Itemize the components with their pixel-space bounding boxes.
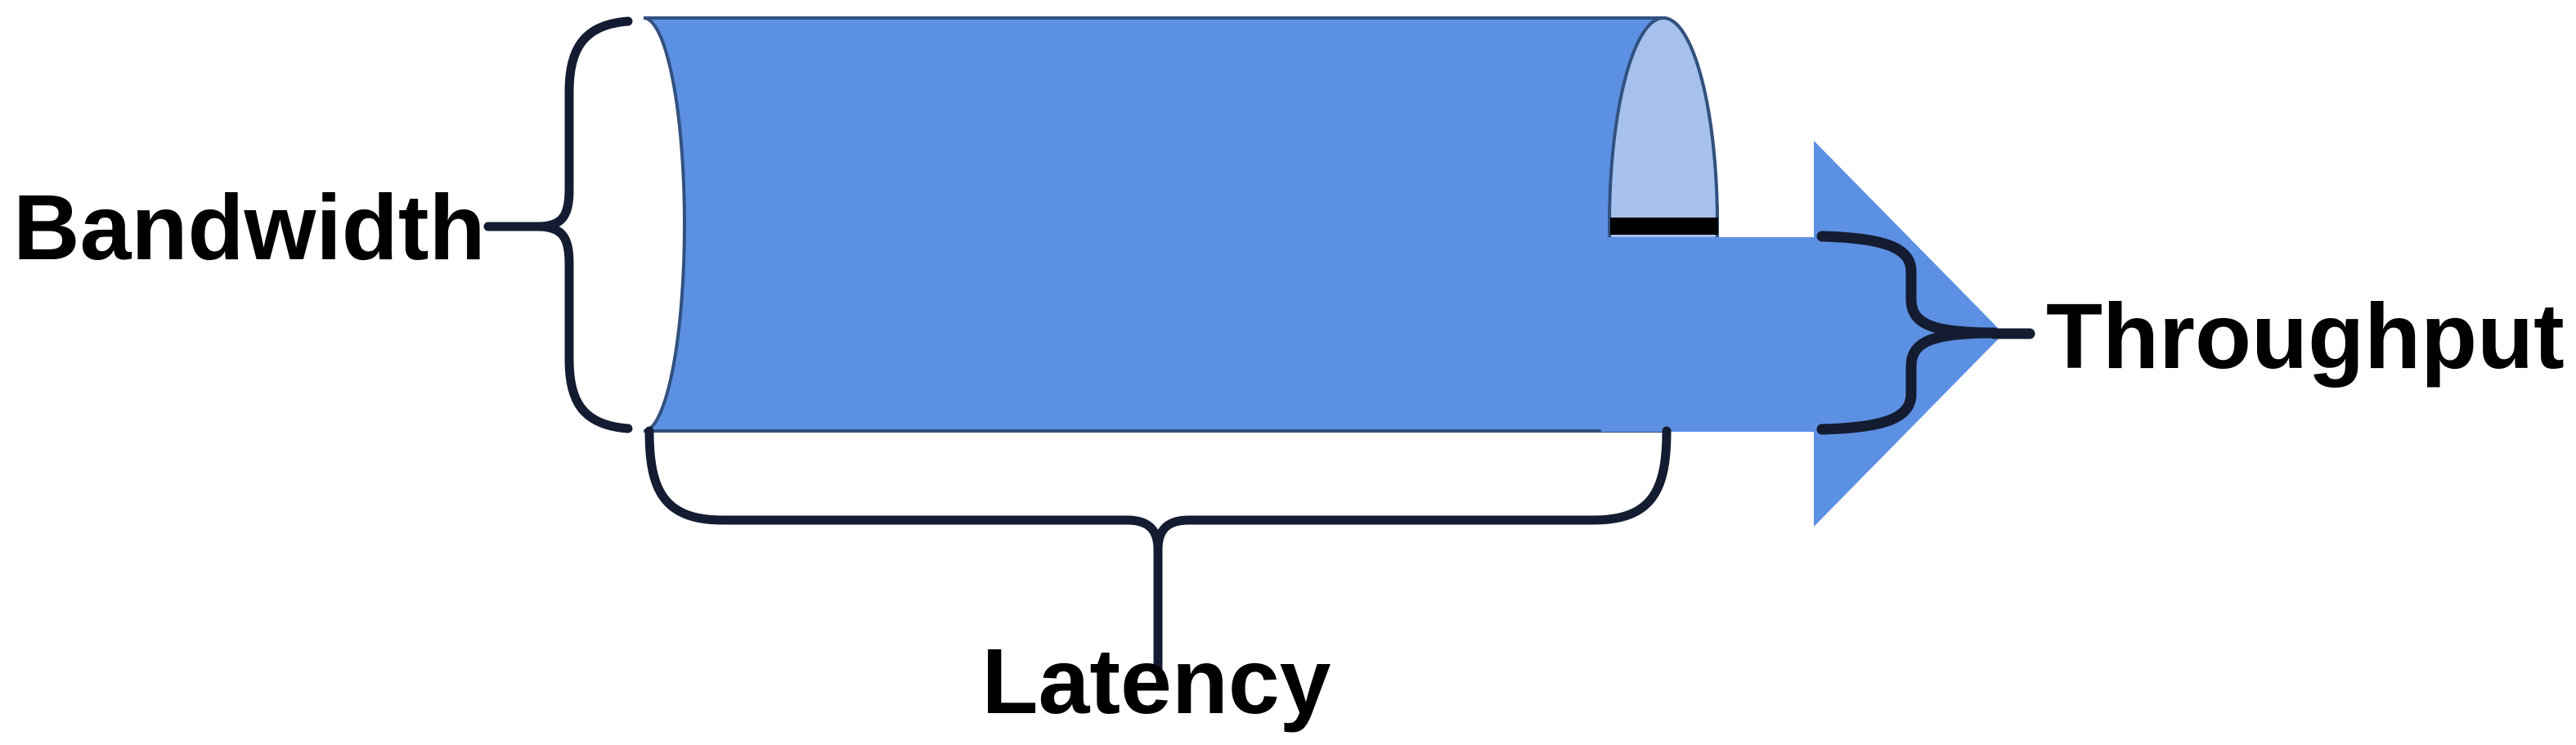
latency-brace bbox=[644, 426, 1672, 554]
bandwidth-label: Bandwidth bbox=[13, 176, 485, 279]
latency-label: Latency bbox=[981, 630, 1331, 733]
marker-bar bbox=[1610, 218, 1718, 235]
throughput-label: Throughput bbox=[2046, 285, 2565, 388]
bandwidth-brace bbox=[533, 16, 633, 433]
pipe-cylinder-body bbox=[643, 16, 1719, 433]
throughput-arrow bbox=[1601, 141, 2004, 527]
